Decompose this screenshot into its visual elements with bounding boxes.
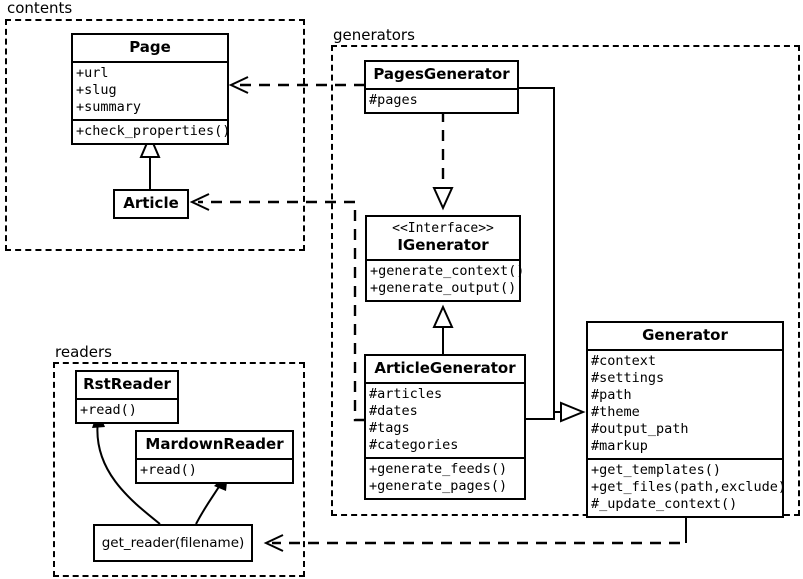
operation-row: +generate_context()	[370, 263, 525, 279]
operation-row: +get_files(path,exclude)	[591, 479, 787, 495]
class-attributes-generator: #context #settings #path #theme #output_…	[588, 349, 782, 458]
operation-row: +read()	[80, 402, 137, 418]
attribute-row: +slug	[76, 82, 117, 98]
attribute-row: +summary	[76, 99, 142, 115]
class-box-page[interactable]: Page +url +slug +summary +check_properti…	[71, 33, 231, 145]
attribute-row: #markup	[591, 438, 648, 454]
class-title-generator: Generator	[642, 326, 728, 344]
attribute-row: #output_path	[591, 421, 689, 437]
class-attributes-page: +url +slug +summary	[73, 61, 227, 119]
attribute-row: #theme	[591, 404, 640, 420]
class-box-articlegenerator[interactable]: ArticleGenerator #articles #dates #tags …	[364, 354, 526, 500]
package-contents	[5, 19, 305, 251]
operation-row: +generate_output()	[370, 280, 517, 296]
class-operations-articlegenerator: +generate_feeds() +generate_pages()	[366, 457, 524, 498]
class-title-mardownreader: MardownReader	[145, 435, 284, 453]
operation-row: +generate_feeds()	[369, 461, 508, 477]
operation-row: +get_templates()	[591, 462, 722, 478]
package-contents-label: contents	[6, 0, 75, 17]
attribute-row: #articles	[369, 386, 443, 402]
class-title-articlegenerator: ArticleGenerator	[374, 359, 516, 377]
attribute-row: #pages	[369, 92, 418, 108]
class-box-igenerator[interactable]: <<Interface>> IGenerator +generate_conte…	[365, 215, 525, 302]
operation-row: +check_properties()	[76, 123, 231, 139]
operation-row: +generate_pages()	[369, 478, 508, 494]
function-box-get-reader[interactable]: get_reader(filename)	[93, 524, 253, 562]
attribute-row: #dates	[369, 403, 418, 419]
class-title-rstreader: RstReader	[83, 375, 171, 393]
class-operations-generator: +get_templates() +get_files(path,exclude…	[588, 458, 787, 516]
package-generators-label: generators	[332, 26, 417, 44]
class-operations-mardownreader: +read()	[137, 458, 292, 482]
operation-row: +read()	[140, 462, 197, 478]
class-attributes-articlegenerator: #articles #dates #tags #categories	[366, 382, 524, 457]
class-operations-rstreader: +read()	[77, 398, 177, 422]
package-readers-label: readers	[54, 343, 114, 361]
class-attributes-pagesgenerator: #pages	[366, 88, 517, 112]
attribute-row: #context	[591, 353, 657, 369]
attribute-row: +url	[76, 65, 109, 81]
class-stereotype-igenerator: <<Interface>>	[392, 221, 494, 236]
class-title-page: Page	[129, 38, 171, 56]
function-label-get-reader: get_reader(filename)	[101, 535, 245, 551]
class-box-generator[interactable]: Generator #context #settings #path #them…	[586, 321, 787, 518]
class-name-igenerator: IGenerator	[397, 236, 489, 254]
class-operations-page: +check_properties()	[73, 119, 231, 143]
class-box-rstreader[interactable]: RstReader +read()	[75, 370, 179, 424]
attribute-row: #settings	[591, 370, 665, 386]
class-title-igenerator: <<Interface>> IGenerator	[367, 217, 519, 259]
package-readers	[53, 362, 305, 577]
class-box-mardownreader[interactable]: MardownReader +read()	[135, 430, 294, 484]
attribute-row: #categories	[369, 437, 459, 453]
class-title-pagesgenerator: PagesGenerator	[373, 65, 510, 83]
class-box-pagesgenerator[interactable]: PagesGenerator #pages	[364, 60, 519, 114]
attribute-row: #tags	[369, 420, 410, 436]
class-operations-igenerator: +generate_context() +generate_output()	[367, 259, 525, 300]
attribute-row: #path	[591, 387, 632, 403]
class-title-article: Article	[123, 194, 179, 212]
class-box-article[interactable]: Article	[113, 189, 189, 219]
operation-row: #_update_context()	[591, 496, 738, 512]
